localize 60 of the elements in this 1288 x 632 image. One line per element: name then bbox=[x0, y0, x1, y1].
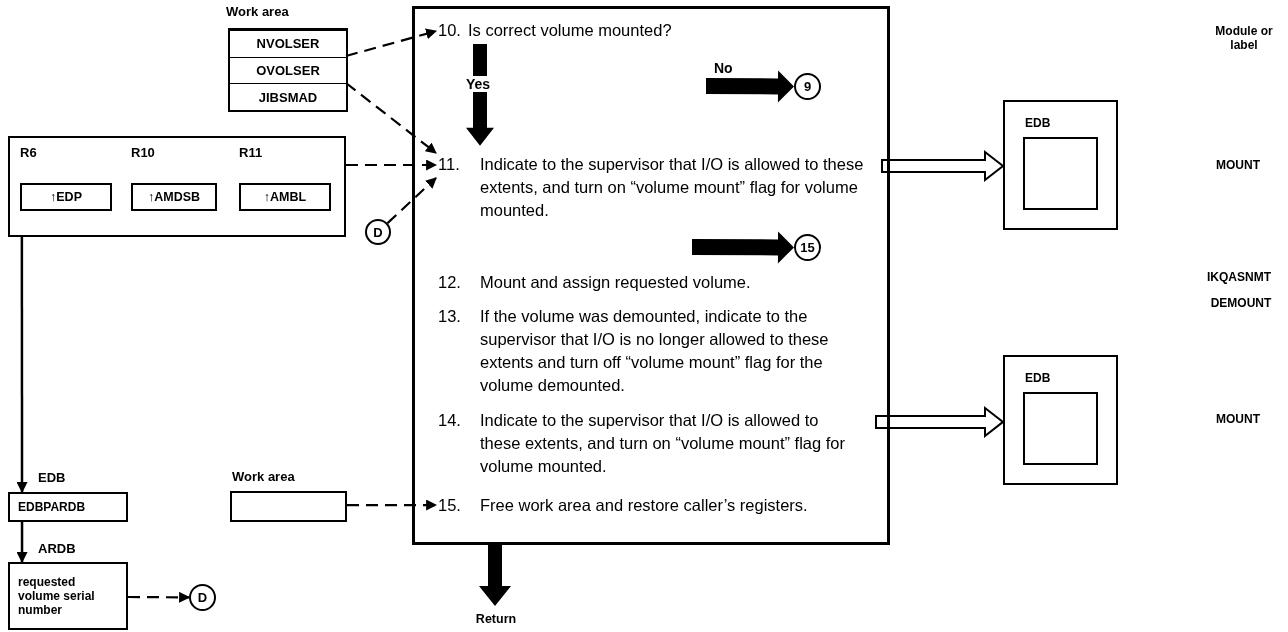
step-number: 10. bbox=[438, 20, 461, 41]
box-label: EDB bbox=[1025, 371, 1051, 385]
arrow bbox=[16, 237, 28, 494]
module-label: Module or label bbox=[1214, 24, 1274, 52]
step-text: Indicate to the supervisor that I/O is allowed to these extents, and turn on “volume mount” flag for volume mounted. bbox=[480, 154, 865, 221]
step-number: 13. bbox=[438, 306, 461, 327]
arrow bbox=[16, 522, 28, 564]
edge-label: Yes bbox=[466, 76, 491, 92]
register-label: R6 bbox=[20, 145, 37, 160]
connector-circle: 15 bbox=[794, 234, 821, 261]
register-frame bbox=[8, 136, 346, 237]
module-label: DEMOUNT bbox=[1209, 296, 1273, 310]
block-arrow bbox=[692, 231, 794, 264]
control-block-box bbox=[1003, 355, 1118, 485]
step-text: Free work area and restore caller’s registers. bbox=[480, 495, 809, 516]
step-text: Is correct volume mounted? bbox=[468, 20, 673, 41]
table-row: JIBSMAD bbox=[230, 83, 346, 110]
table-row: OVOLSER bbox=[230, 56, 346, 84]
step-text: If the volume was demounted, indicate to the supervisor that I/O is no longer allowed to these extents and turn off “volume mount” flag for the volume demounted. bbox=[480, 306, 830, 396]
box-heading: ARDB bbox=[38, 541, 76, 556]
register-box: ↑EDP bbox=[20, 183, 112, 211]
module-label: IKQASNMT bbox=[1206, 270, 1272, 284]
connector-circle: D bbox=[365, 219, 391, 245]
register-box: ↑AMDSB bbox=[131, 183, 217, 211]
register-box: ↑AMBL bbox=[239, 183, 331, 211]
edge-label: No bbox=[714, 60, 733, 76]
block-arrow bbox=[479, 545, 511, 607]
dashed-arrow bbox=[345, 28, 438, 58]
dashed-arrow bbox=[386, 177, 437, 224]
return-label: Return bbox=[468, 612, 524, 630]
dashed-arrow bbox=[128, 591, 191, 603]
step-number: 11. bbox=[438, 154, 460, 175]
connector-circle: D bbox=[189, 584, 216, 611]
process-box bbox=[412, 6, 890, 545]
hollow-arrow bbox=[875, 405, 1005, 439]
control-block-box bbox=[1003, 100, 1118, 230]
module-label: MOUNT bbox=[1215, 412, 1261, 426]
step-text: Mount and assign requested volume. bbox=[480, 272, 752, 293]
box-label: EDB bbox=[1025, 116, 1051, 130]
step-text: Indicate to the supervisor that I/O is allowed to these extents, and turn on “volume mount” flag for volume mounted. bbox=[480, 410, 847, 477]
block-arrow bbox=[706, 70, 794, 103]
step-number: 15. bbox=[438, 495, 461, 516]
register-label: R11 bbox=[239, 145, 263, 160]
dashed-arrow bbox=[347, 499, 438, 511]
step-number: 14. bbox=[438, 410, 461, 431]
register-label: R10 bbox=[131, 145, 155, 160]
step-number: 12. bbox=[438, 272, 461, 293]
table-heading: Work area bbox=[226, 4, 289, 19]
box-heading: Work area bbox=[232, 469, 295, 484]
dashed-arrow bbox=[346, 159, 438, 171]
hollow-arrow bbox=[881, 149, 1005, 183]
box-heading: EDB bbox=[38, 470, 66, 485]
data-box: requested volume serial number bbox=[8, 562, 128, 630]
dashed-arrow bbox=[345, 82, 437, 154]
table-row: NVOLSER bbox=[230, 30, 346, 57]
module-label: MOUNT bbox=[1215, 158, 1261, 172]
inner-box bbox=[1023, 137, 1098, 210]
connector-circle: 9 bbox=[794, 73, 821, 100]
data-box: EDBPARDB bbox=[8, 492, 128, 522]
inner-box bbox=[1023, 392, 1098, 465]
